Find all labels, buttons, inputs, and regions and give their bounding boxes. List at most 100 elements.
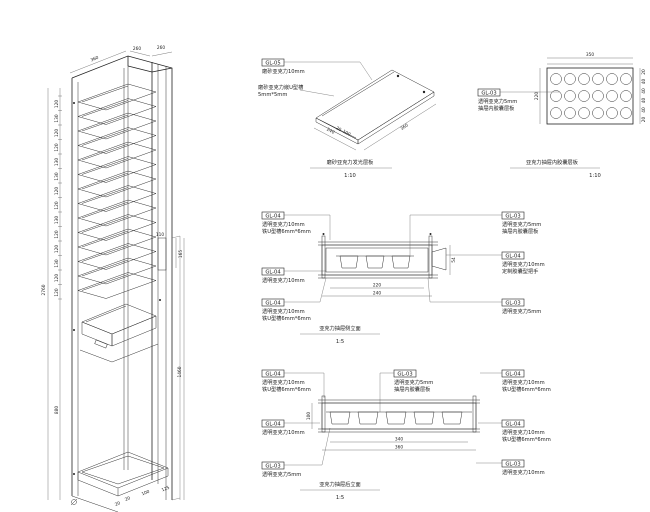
rear-tag-left-2: GL-04 (265, 422, 281, 428)
capsule-hole (606, 90, 618, 102)
side-dim-outer: 240 (373, 291, 381, 297)
capsule-hole (620, 107, 632, 119)
shelf-spacing-label: 130 (54, 216, 60, 224)
shelf-spacing-label: 120 (54, 187, 60, 195)
shelf-spacing-label: 120 (54, 100, 60, 108)
rear-elevation-scale: 1:5 (336, 495, 344, 501)
rear-note-right-5: 透明亚克力10mm (502, 468, 545, 476)
shelf-spacing-label: 120 (54, 288, 60, 296)
capsule-hole (564, 90, 576, 102)
capsule-hole (620, 90, 632, 102)
bottom-dim-4: 20 (114, 500, 122, 508)
rear-tag-left-3: GL-03 (265, 464, 280, 470)
side-dim-2: 110 (156, 232, 164, 238)
glass-shelf (77, 83, 157, 111)
shelf-spacing-label: 120 (54, 129, 60, 137)
side-tag-left-2: GL-04 (265, 270, 281, 276)
capsule-hole (592, 90, 604, 102)
bottom-dim-2: 125 (161, 485, 171, 494)
rear-tag-right-2: GL-04 (505, 422, 521, 428)
side-note-left-2: 铁U型槽6mm*6mm (262, 227, 311, 235)
shelf-spacing-label: 130 (54, 259, 60, 267)
side-note-right-5: 透明亚克力5mm (502, 307, 541, 315)
capsule-hole (578, 90, 590, 102)
frosted-shelf-length: 360 (399, 122, 409, 132)
rear-tag-right-1: GL-04 (505, 372, 521, 378)
shelf-spacing-label: 120 (54, 274, 60, 282)
rear-dim-inner: 340 (395, 437, 403, 443)
side-tag-left-3: GL-04 (265, 301, 281, 307)
side-note-right-4: 定制胶囊型把手 (502, 267, 538, 275)
rear-dim-height: 100 (306, 412, 312, 420)
capsule-plan-note2: 抽屉内胶囊层板 (478, 104, 515, 112)
top-dim-depth: 260 (133, 46, 141, 52)
shelf-spacing-label: 130 (54, 172, 60, 180)
side-note-left-5: 铁U型槽6mm*6mm (262, 314, 311, 322)
frosted-shelf-note3: 5mm*5mm (258, 92, 287, 98)
rear-note-left-1: 透明亚克力10mm (262, 378, 305, 386)
capsule-hole (550, 107, 562, 119)
capsule-side-dim: 40 (641, 79, 647, 85)
glass-shelf (77, 185, 157, 212)
capsule-side-dim: 20 (641, 117, 647, 123)
shelf-spacing-label: 130 (54, 158, 60, 166)
top-dim-side: 260 (157, 45, 165, 51)
frosted-shelf-small2: 100 (341, 129, 351, 138)
side-elevation-caption: 亚克力抽屉侧立面 (319, 324, 361, 332)
capsule-side-dim: 40 (641, 98, 647, 104)
side-elevation-scale: 1:5 (336, 339, 344, 345)
side-dim-1: 165 (178, 250, 184, 258)
frosted-shelf-note1: 磨砂亚克力10mm (262, 67, 305, 75)
shelf-spacing-label: 120 (54, 230, 60, 238)
rear-tag-right-3: GL-03 (505, 462, 520, 468)
rear-tag-center: GL-03 (397, 372, 412, 378)
side-note-left-1: 透明亚克力10mm (262, 220, 305, 228)
capsule-side-dim: 20 (641, 69, 647, 75)
side-note-left-3: 透明亚克力10mm (262, 276, 305, 284)
rear-note-left-3: 透明亚克力10mm (262, 428, 305, 436)
capsule-plan-height: 220 (534, 92, 540, 100)
side-tag-left-1: GL-04 (265, 214, 281, 220)
rear-dim-outer: 360 (395, 445, 403, 451)
rear-note-right-1: 透明亚克力10mm (502, 378, 545, 386)
shelf-spacing-label: 130 (54, 114, 60, 122)
capsule-plan-width: 350 (586, 52, 594, 58)
capsule-hole (592, 73, 604, 85)
glass-shelf (77, 156, 157, 183)
capsule-plan-tag: GL-03 (481, 91, 496, 97)
rear-note-left-4: 透明亚克力5mm (262, 470, 301, 478)
drawer-rear-elevation: GL-04 透明亚克力10mm 铁U型槽6mm*6mm GL-04 透明亚克力1… (261, 369, 551, 501)
shelf-spacing-label: 120 (54, 245, 60, 253)
drawer-side-elevation: GL-04 透明亚克力10mm 铁U型槽6mm*6mm GL-04 透明亚克力1… (261, 211, 545, 345)
capsule-hole (564, 73, 576, 85)
side-note-left-4: 透明亚克力10mm (262, 307, 305, 315)
rear-tag-left-1: GL-04 (265, 372, 281, 378)
glass-shelf (77, 127, 157, 154)
capsule-hole (606, 73, 618, 85)
glass-shelf (77, 141, 157, 169)
overall-height-label: 2760 (41, 284, 47, 295)
capsule-hole (606, 107, 618, 119)
rear-note-right-4: 铁U型槽6mm*6mm (502, 435, 551, 443)
bottom-dim-1: 100 (141, 489, 151, 498)
capsule-plan-note1: 透明亚克力5mm (478, 97, 517, 105)
side-note-right-3: 透明亚克力10mm (502, 260, 545, 268)
glass-shelf (77, 257, 157, 285)
glass-shelf (77, 214, 157, 241)
frosted-shelf-depth: 240 (325, 127, 335, 136)
capsule-shelf-plan: 350 220 20 40 40 40 40 20 GL-03 透明亚克力5mm 抽屉内胶… (477, 52, 647, 179)
capsule-hole (564, 107, 576, 119)
capsule-hole (620, 73, 632, 85)
glass-shelf (77, 199, 157, 227)
capsule-hole (578, 73, 590, 85)
capsule-hole (550, 90, 562, 102)
capsule-side-dim: 40 (641, 107, 647, 113)
side-tag-right-1: GL-03 (505, 214, 520, 220)
capsule-plan-scale: 1:10 (589, 173, 601, 179)
side-note-right-2: 抽屉内胶囊层板 (502, 227, 539, 235)
frosted-shelf-caption: 磨砂亚克力发光层板 (327, 158, 375, 166)
side-dim-height: 54 (451, 257, 457, 263)
capsule-side-dim: 40 (641, 88, 647, 94)
rear-note-right-3: 透明亚克力10mm (502, 428, 545, 436)
